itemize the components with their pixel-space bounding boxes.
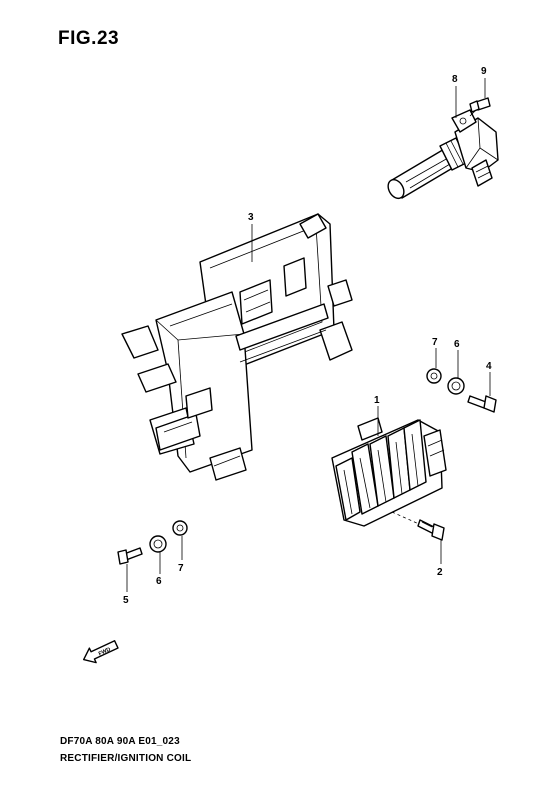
callout-6-right: 6 (454, 339, 460, 350)
forward-arrow-label: FWD (98, 647, 112, 658)
callout-6-left: 6 (156, 576, 162, 587)
figure-title: FIG.23 (58, 28, 120, 49)
callout-9: 9 (481, 66, 487, 77)
callout-7-left: 7 (178, 563, 184, 574)
ignition-coil[interactable] (385, 109, 499, 201)
figure-code: DF70A 80A 90A E01_023 (60, 736, 180, 747)
rectifier-bracket[interactable] (121, 213, 353, 481)
callout-7-right: 7 (432, 337, 438, 348)
callout-3: 3 (248, 212, 254, 223)
callout-2: 2 (437, 567, 443, 578)
grommet-6-left[interactable] (149, 535, 167, 553)
bolt-4[interactable] (467, 395, 497, 413)
callout-4: 4 (486, 361, 492, 372)
figure-caption: RECTIFIER/IGNITION COIL (60, 753, 192, 764)
callout-5: 5 (123, 595, 129, 606)
callout-8: 8 (452, 74, 458, 85)
rectifier[interactable] (331, 417, 447, 527)
collar-7-right[interactable] (426, 368, 442, 384)
grommet-6-right[interactable] (447, 377, 465, 395)
forward-arrow-icon: FWD (82, 640, 119, 664)
collar-7-left[interactable] (172, 520, 188, 536)
callout-1: 1 (374, 395, 380, 406)
bolt-5[interactable] (117, 547, 143, 565)
bolt-9[interactable] (469, 97, 491, 117)
bolt-2[interactable] (417, 519, 445, 541)
